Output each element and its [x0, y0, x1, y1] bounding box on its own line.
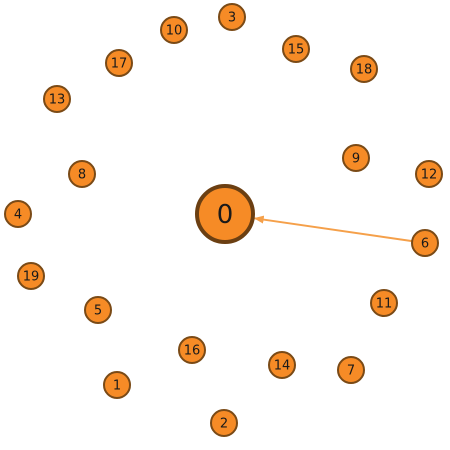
center-node-circle: [195, 184, 255, 244]
center-node[interactable]: 0: [195, 184, 255, 244]
node-label: 18: [356, 63, 373, 78]
node-11[interactable]: 11: [370, 289, 398, 317]
node-12[interactable]: 12: [415, 160, 443, 188]
node-label: 15: [288, 43, 305, 58]
node-circle: [68, 160, 96, 188]
node-circle: [103, 371, 131, 399]
node-4[interactable]: 4: [4, 200, 32, 228]
node-3[interactable]: 3: [218, 3, 246, 31]
node-circle: [178, 336, 206, 364]
node-1[interactable]: 1: [103, 371, 131, 399]
node-label: 7: [347, 364, 355, 379]
node-label: 4: [14, 208, 22, 223]
node-14[interactable]: 14: [268, 351, 296, 379]
node-8[interactable]: 8: [68, 160, 96, 188]
node-2[interactable]: 2: [210, 409, 238, 437]
node-circle: [218, 3, 246, 31]
node-circle: [282, 35, 310, 63]
node-label: 9: [352, 152, 360, 167]
node-5[interactable]: 5: [84, 296, 112, 324]
node-circle: [160, 16, 188, 44]
node-label: 1: [113, 379, 121, 394]
node-label: 12: [421, 168, 438, 183]
node-circle: [43, 85, 71, 113]
edges-layer: [253, 215, 413, 243]
node-circle: [350, 55, 378, 83]
node-circle: [210, 409, 238, 437]
node-circle: [268, 351, 296, 379]
node-16[interactable]: 16: [178, 336, 206, 364]
node-6[interactable]: 6: [411, 229, 439, 257]
node-label: 3: [228, 11, 236, 26]
center-node-label: 0: [217, 200, 234, 230]
node-9[interactable]: 9: [342, 144, 370, 172]
node-circle: [370, 289, 398, 317]
node-label: 14: [274, 359, 291, 374]
node-label: 6: [421, 237, 429, 252]
node-label: 10: [166, 24, 183, 39]
node-circle: [4, 200, 32, 228]
node-circle: [342, 144, 370, 172]
node-circle: [17, 262, 45, 290]
node-15[interactable]: 15: [282, 35, 310, 63]
node-label: 19: [23, 270, 40, 285]
node-label: 17: [111, 57, 128, 72]
node-label: 13: [49, 93, 66, 108]
node-circle: [105, 49, 133, 77]
node-circle: [337, 356, 365, 384]
node-label: 11: [376, 297, 393, 312]
node-17[interactable]: 17: [105, 49, 133, 77]
node-7[interactable]: 7: [337, 356, 365, 384]
node-18[interactable]: 18: [350, 55, 378, 83]
node-label: 2: [220, 417, 228, 432]
node-label: 5: [94, 304, 102, 319]
node-label: 8: [78, 168, 86, 183]
node-circle: [411, 229, 439, 257]
node-circle: [415, 160, 443, 188]
node-19[interactable]: 19: [17, 262, 45, 290]
node-10[interactable]: 10: [160, 16, 188, 44]
node-circle: [84, 296, 112, 324]
edge-6-0: [253, 215, 413, 243]
node-label: 16: [184, 344, 201, 359]
node-13[interactable]: 13: [43, 85, 71, 113]
